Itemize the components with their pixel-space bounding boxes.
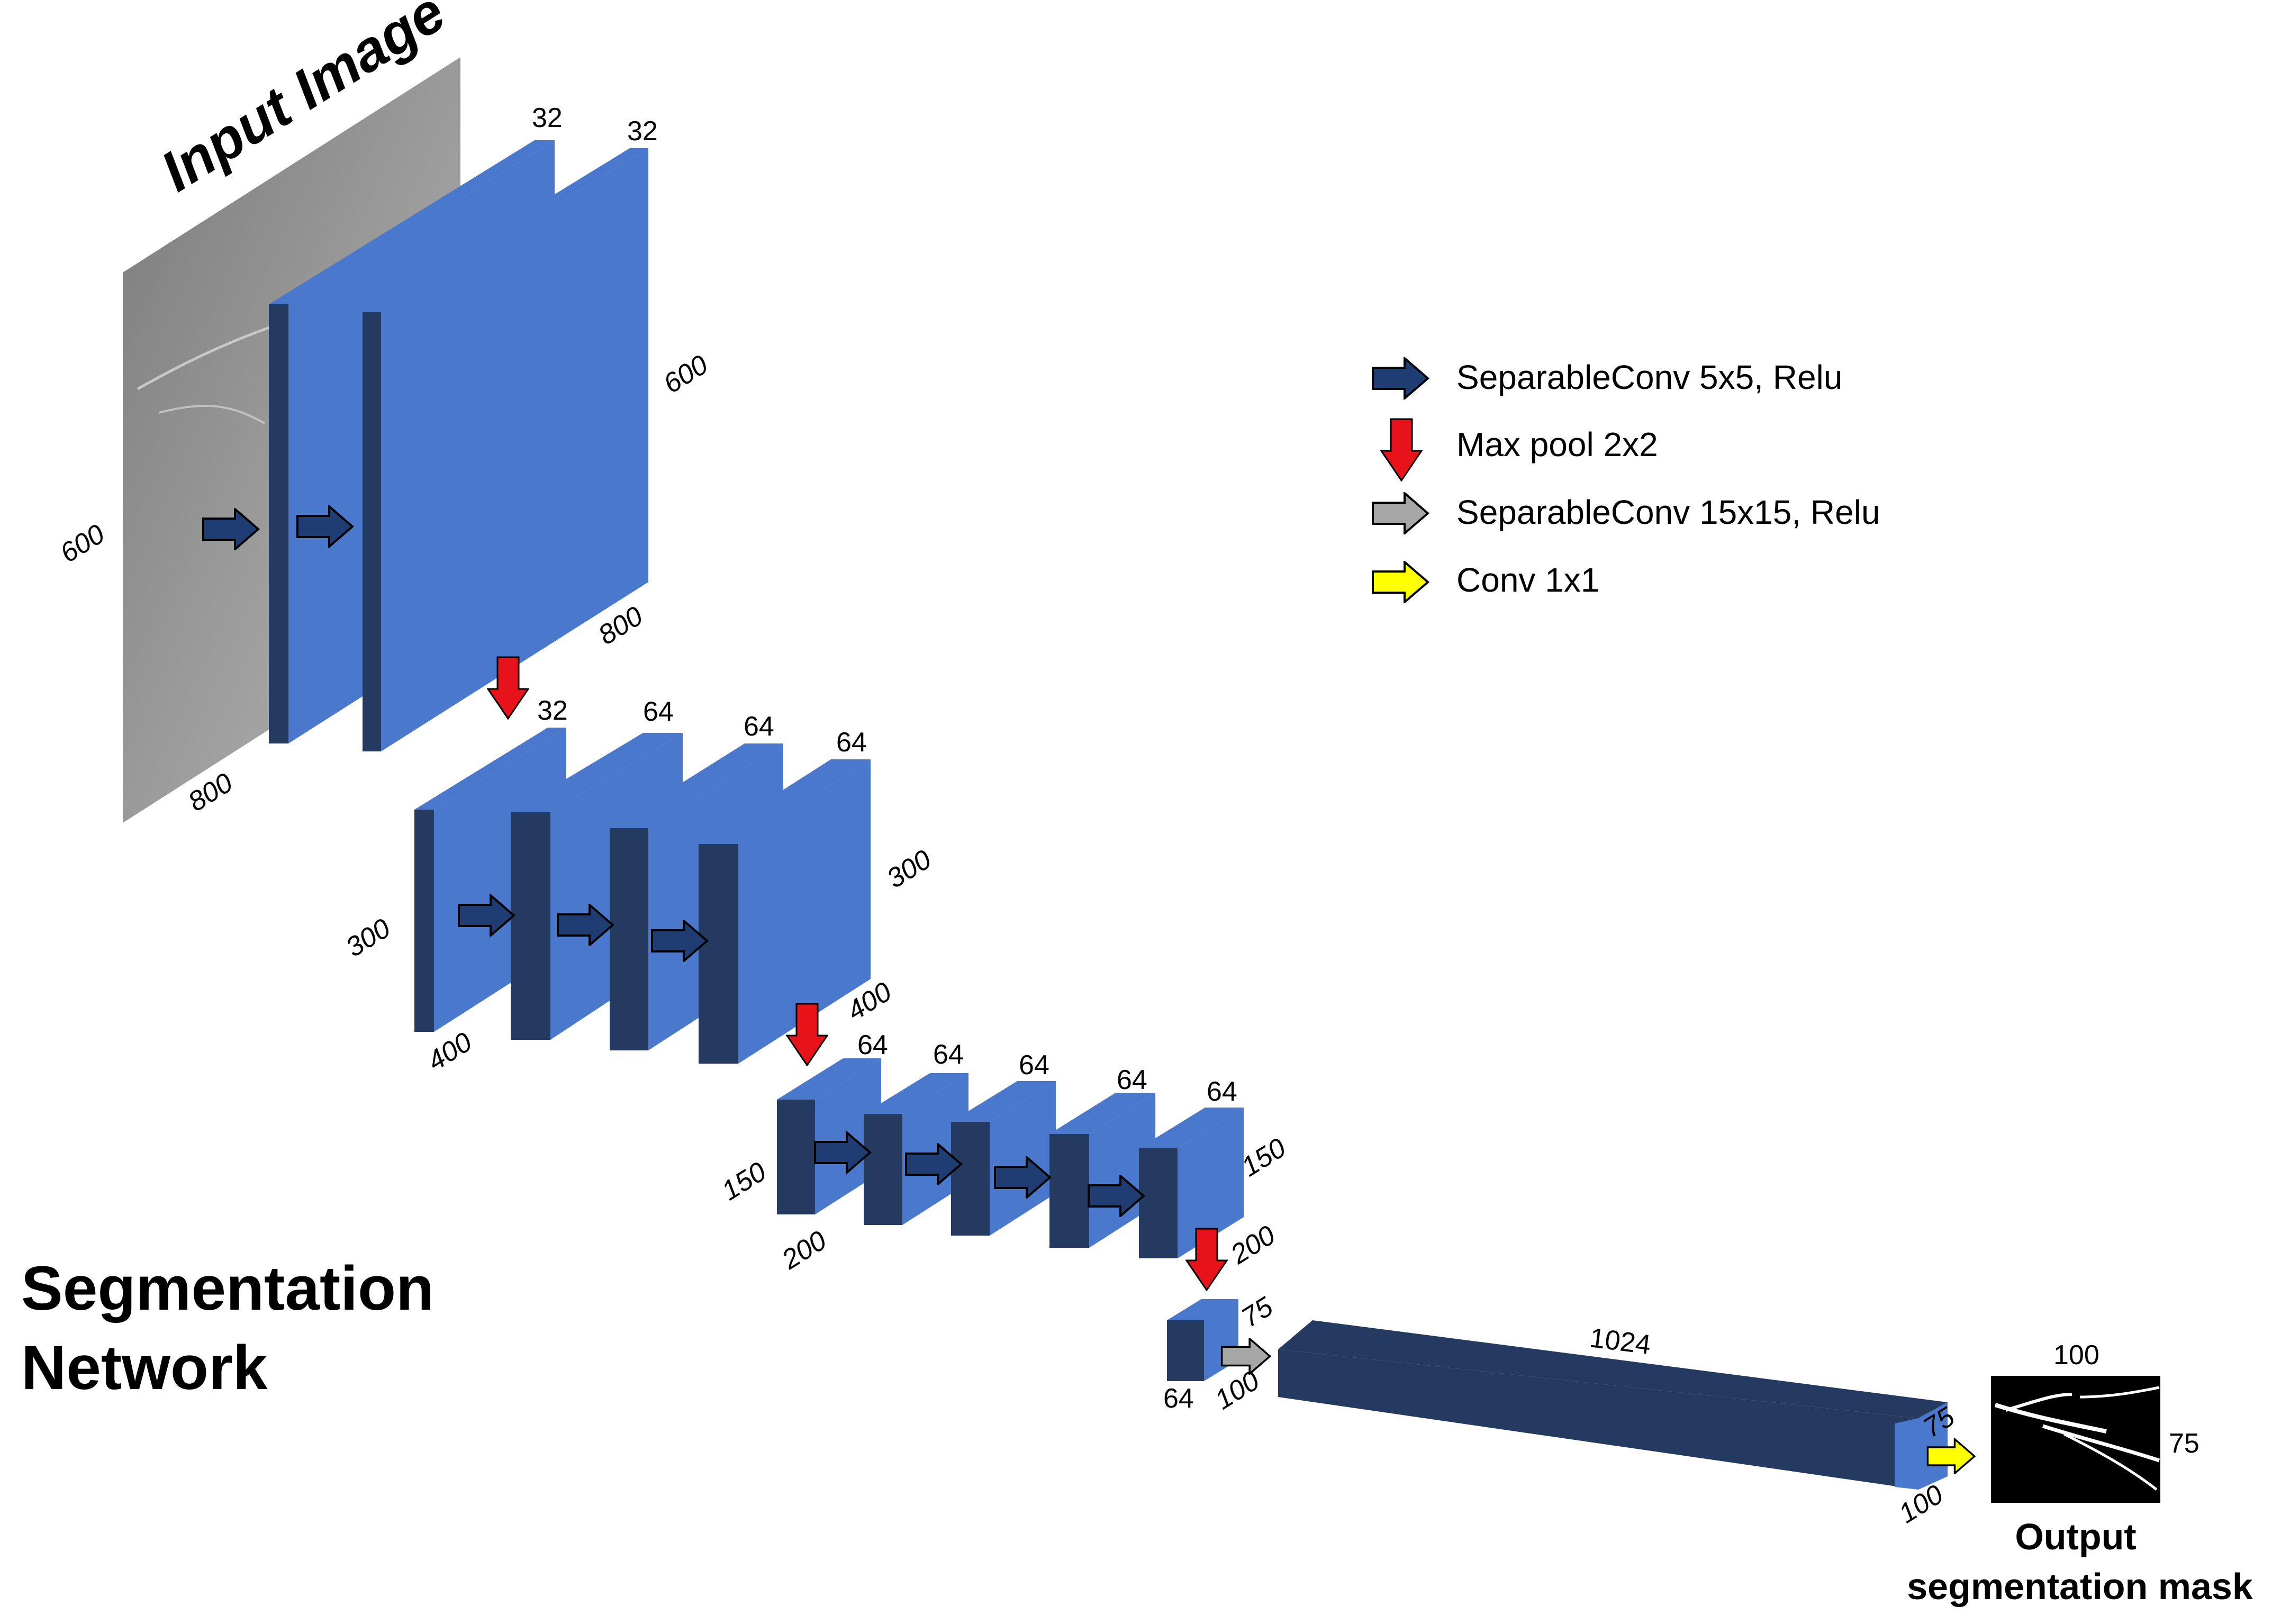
- stage3-width-left: 200: [776, 1225, 832, 1276]
- title-line1: Segmentation: [21, 1254, 434, 1323]
- stage3-ch-1: 64: [857, 1030, 888, 1060]
- stage3-height-right: 150: [1236, 1132, 1291, 1183]
- stage3-height-left: 150: [717, 1156, 772, 1206]
- stage4-width: 100: [1210, 1365, 1265, 1416]
- dense-block: [1278, 1320, 1948, 1490]
- stage3-ch-2: 64: [933, 1039, 964, 1070]
- stage2-height-left: 300: [341, 913, 396, 963]
- stage3-block-4: [1049, 1093, 1155, 1248]
- stage2-width-left: 400: [422, 1027, 477, 1077]
- stage1-ch-1: 32: [532, 103, 563, 133]
- output-width: 100: [2053, 1340, 2099, 1371]
- stage4-height: 75: [1236, 1291, 1279, 1333]
- stage3-block-5: [1139, 1108, 1244, 1258]
- output-mask: [1991, 1376, 2160, 1503]
- stage2-ch-1: 32: [537, 695, 568, 726]
- stage4-block: [1167, 1299, 1238, 1381]
- stage3-block-2: [864, 1073, 968, 1225]
- dense-ch: 1024: [1588, 1322, 1653, 1360]
- input-vessel-trace-2: [158, 404, 265, 424]
- legend-icon-sepconv5: [1372, 357, 1429, 400]
- legend-label-maxpool: Max pool 2x2: [1456, 425, 1658, 464]
- stage2-height-right: 300: [882, 844, 937, 894]
- output-title-line2: segmentation mask: [1907, 1566, 2253, 1607]
- legend-label-sepconv15: SeparableConv 15x15, Relu: [1456, 493, 1880, 531]
- input-vessel-trace: [137, 324, 276, 391]
- legend-icon-sepconv15: [1372, 492, 1429, 534]
- stage1-ch-2: 32: [627, 116, 658, 147]
- title-line2: Network: [21, 1333, 268, 1403]
- stage2-ch-3: 64: [744, 711, 774, 742]
- stage2-ch-2: 64: [643, 696, 674, 727]
- stage1-block-2: [363, 148, 648, 751]
- stage3-block-3: [951, 1081, 1056, 1236]
- stage3-ch-5: 64: [1207, 1076, 1237, 1107]
- stage3-ch-4: 64: [1117, 1065, 1147, 1095]
- input-height-label: 600: [55, 519, 110, 569]
- legend-label-sepconv5: SeparableConv 5x5, Relu: [1456, 358, 1842, 396]
- stage3-ch-3: 64: [1019, 1050, 1049, 1081]
- legend-label-conv1x1: Conv 1x1: [1456, 561, 1599, 599]
- stage2-block-4: [699, 759, 871, 1064]
- legend-icon-maxpool: [1380, 418, 1423, 482]
- stage1-height-label: 600: [658, 349, 713, 400]
- output-height: 75: [2169, 1428, 2199, 1459]
- stage3-width-right: 200: [1225, 1220, 1281, 1271]
- stage4-ch: 64: [1163, 1383, 1194, 1414]
- legend-icon-conv1x1: [1372, 561, 1429, 603]
- output-title-line1: Output: [2015, 1516, 2136, 1557]
- stage2-ch-4: 64: [836, 727, 867, 758]
- legend: SeparableConv 5x5, Relu Max pool 2x2 Sep…: [1372, 357, 1880, 603]
